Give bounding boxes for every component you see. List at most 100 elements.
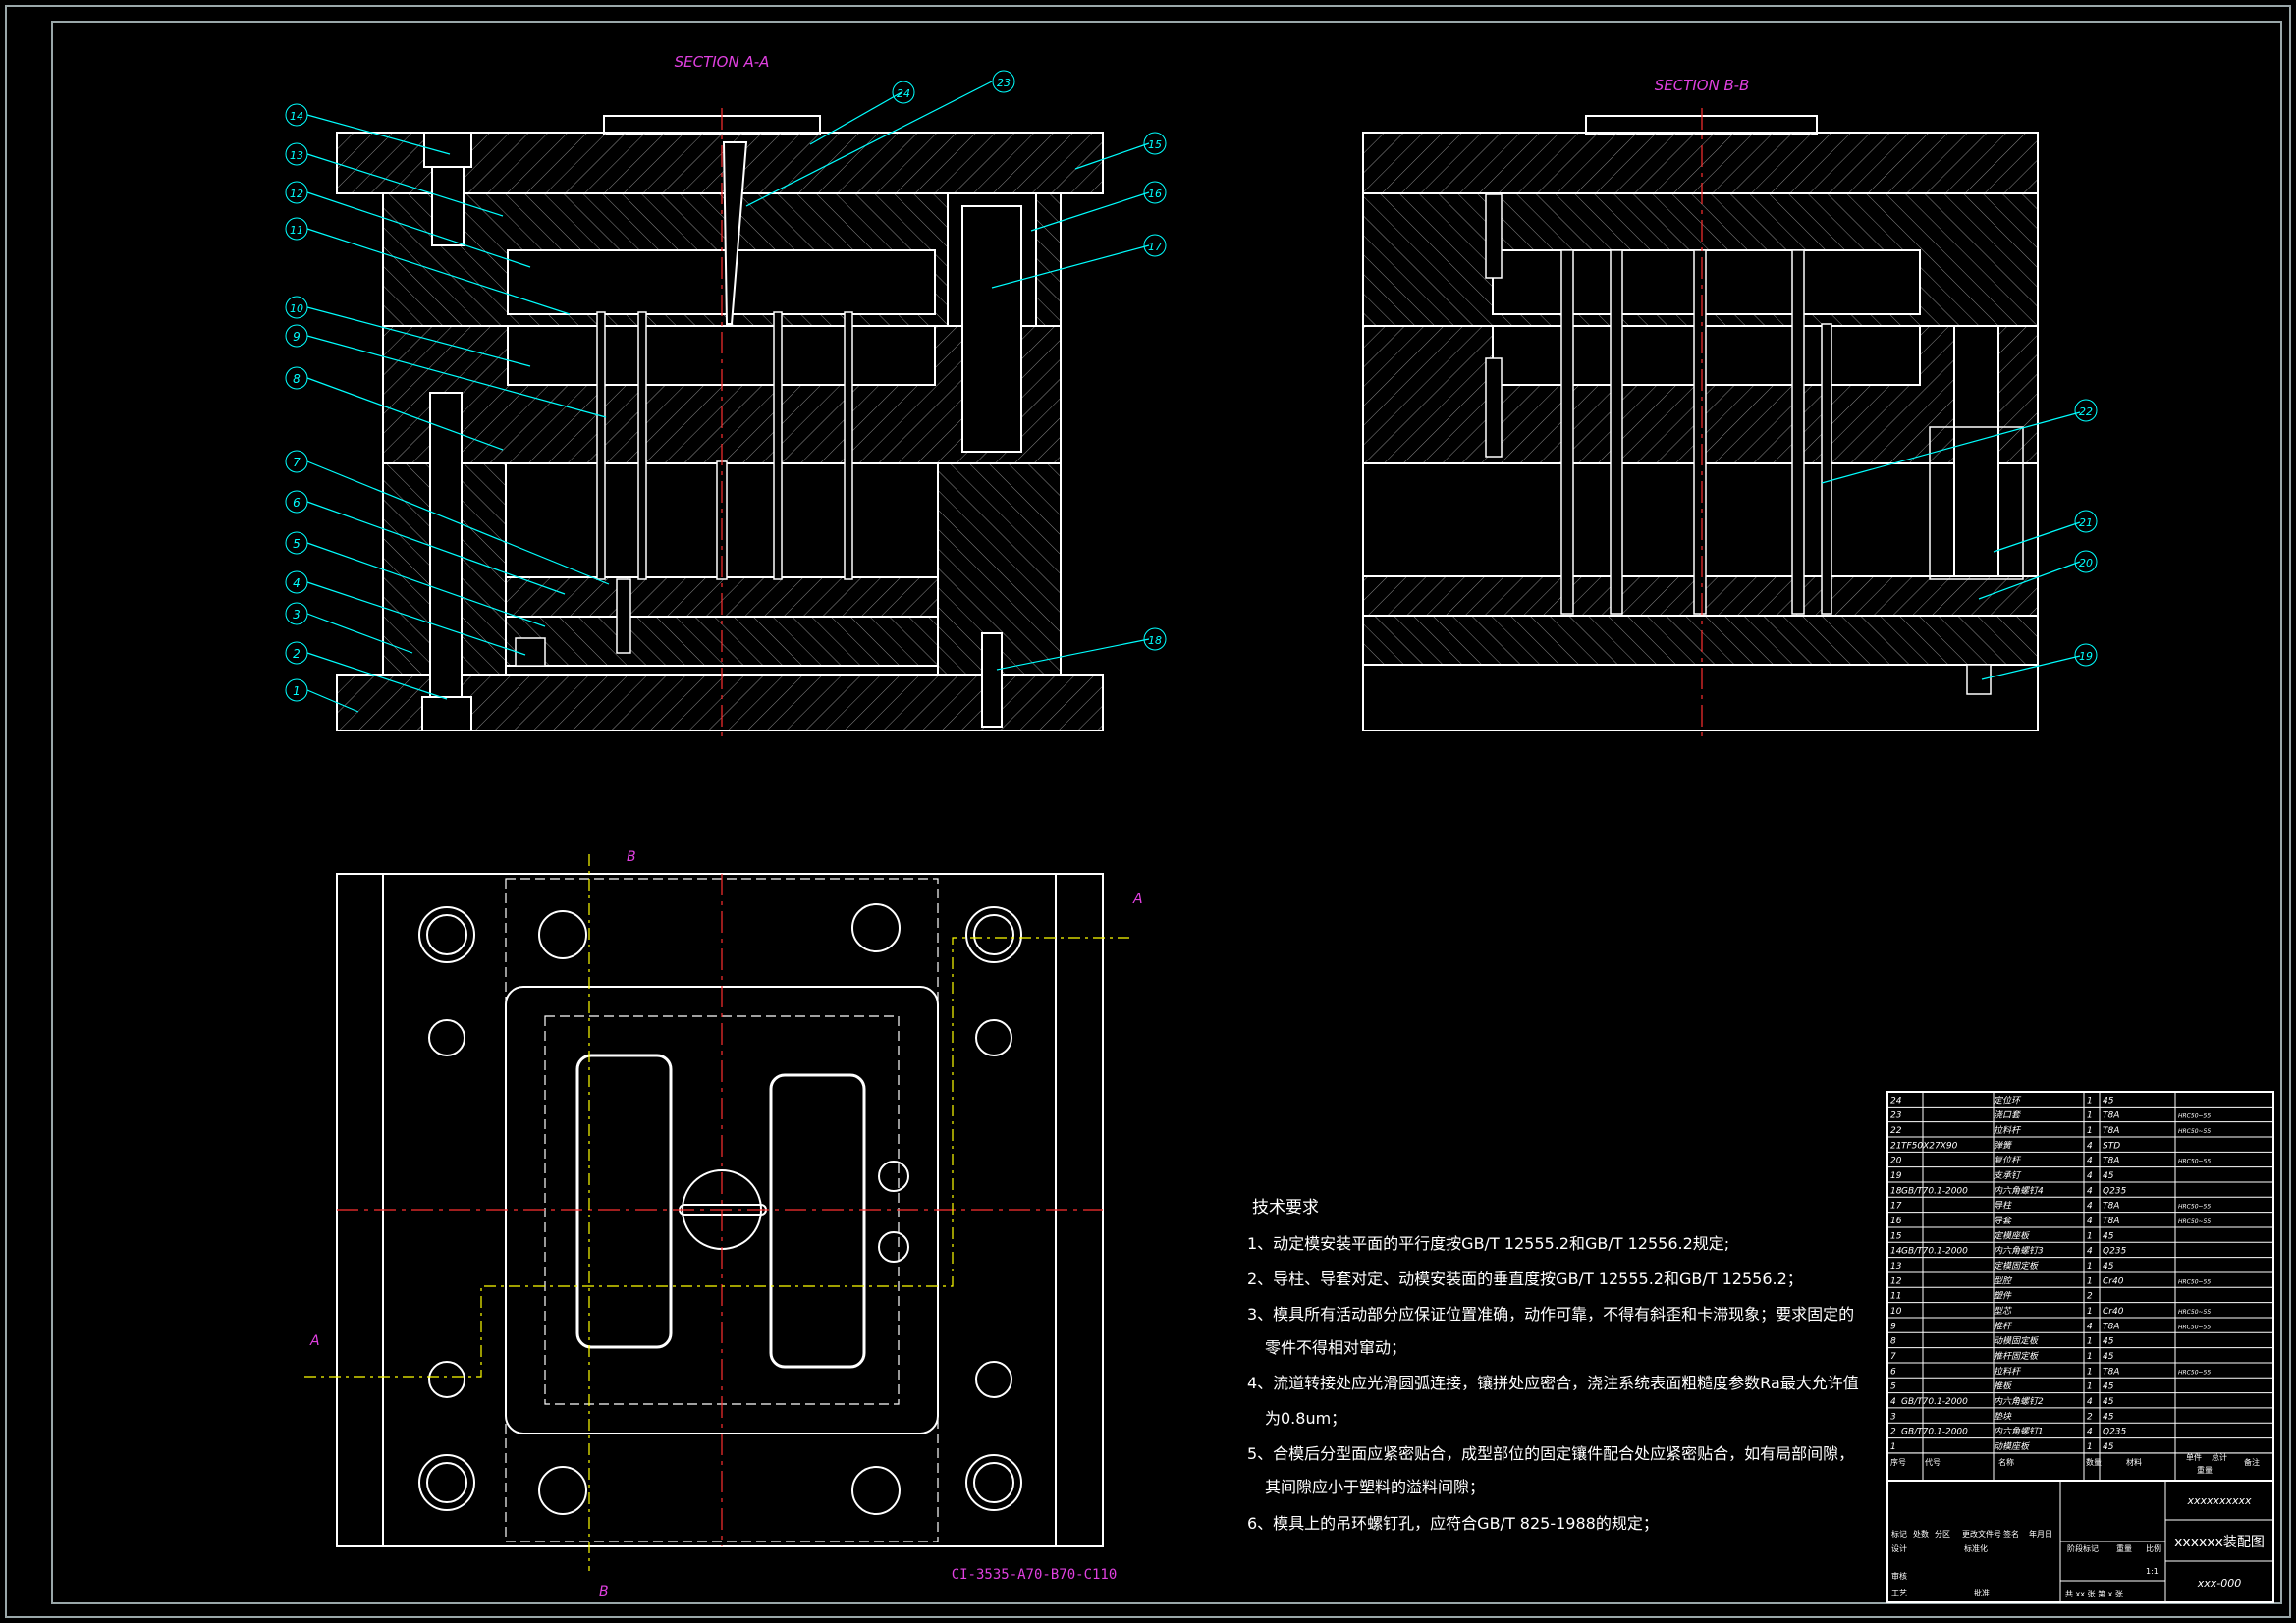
svg-text:签名: 签名	[2003, 1529, 2019, 1539]
section-b-title: SECTION B-B	[1655, 77, 1750, 94]
balloon-8: 8	[285, 366, 308, 390]
svg-text:12: 12	[290, 188, 303, 200]
tech-note-line-5: 5、合模后分型面应紧密贴合，成型部位的固定镶件配合处应紧密贴合，如有局部间隙，	[1247, 1444, 1854, 1463]
svg-text:材料: 材料	[2126, 1457, 2142, 1467]
bom-cell-name: 动模座板	[1994, 1441, 2031, 1452]
bom-cell-name: 内六角螺钉1	[1994, 1427, 2044, 1437]
b-fixed-clamp-plate	[1362, 132, 2039, 194]
b-return-pin-mid-a	[1610, 249, 1623, 615]
bom-cell-material: T8A	[2103, 1126, 2119, 1136]
bom-cell-no: 20	[1890, 1157, 1902, 1166]
svg-text:23: 23	[997, 77, 1011, 89]
balloon-21: 21	[2074, 510, 2098, 533]
balloon-17: 17	[1143, 234, 1167, 257]
b-spring-pin	[1953, 325, 1999, 577]
svg-text:单件: 单件	[2186, 1452, 2202, 1462]
bom-cell-no: 17	[1890, 1202, 1902, 1212]
plan-part-left	[575, 1054, 673, 1349]
screw-14	[423, 132, 472, 168]
svg-text:4: 4	[293, 576, 301, 590]
svg-text:6: 6	[293, 496, 301, 510]
bom-cell-name: 内六角螺钉4	[1994, 1185, 2044, 1196]
balloon-7: 7	[285, 450, 308, 473]
svg-text:14: 14	[290, 110, 303, 123]
svg-text:处数: 处数	[1913, 1529, 1929, 1539]
bom-cell-note: HRC50~55	[2178, 1369, 2211, 1376]
bom-cell-qty: 4	[2087, 1171, 2093, 1181]
bom-cell-no: 24	[1890, 1096, 1902, 1106]
svg-text:序号: 序号	[1890, 1457, 1906, 1467]
bom-cell-qty: 4	[2087, 1141, 2093, 1151]
balloon-24: 24	[892, 81, 915, 104]
bom-cell-note: HRC50~55	[2178, 1128, 2211, 1135]
bom-cell-name: 浇口套	[1994, 1110, 2022, 1121]
svg-text:8: 8	[293, 372, 301, 386]
ejector-pin-c	[773, 311, 783, 580]
bom-cell-no: 1	[1890, 1442, 1896, 1452]
svg-text:年月日: 年月日	[2029, 1529, 2052, 1539]
bom-cell-name: 支承钉	[1994, 1170, 2022, 1181]
svg-text:批准: 批准	[1974, 1588, 1990, 1597]
svg-text:阶段标记: 阶段标记	[2067, 1543, 2099, 1553]
bom-cell-material: Q235	[2103, 1186, 2127, 1196]
balloon-4: 4	[285, 570, 308, 594]
bom-cell-std: GB/T70.1-2000	[1901, 1186, 1968, 1196]
tech-note-line-5b: 其间隙应小于塑料的溢料间隙；	[1265, 1478, 1485, 1496]
balloon-20: 20	[2074, 550, 2098, 573]
bom-cell-name: 推杆固定板	[1994, 1351, 2040, 1362]
bom-cell-no: 7	[1890, 1352, 1896, 1362]
bom-cell-material: STD	[2103, 1141, 2120, 1151]
bom-cell-no: 10	[1890, 1307, 1902, 1317]
bom-cell-no: 19	[1890, 1171, 1902, 1181]
cut-mark-b-bottom: B	[599, 1584, 609, 1599]
bom-cell-std: TF50X27X90	[1901, 1141, 1958, 1151]
svg-text:更改文件号: 更改文件号	[1962, 1529, 2001, 1539]
ejector-pin-a	[596, 311, 606, 580]
cut-mark-a-left: A	[309, 1333, 320, 1349]
bom-cell-note: HRC50~55	[2178, 1218, 2211, 1225]
bom-cell-no: 4	[1890, 1397, 1896, 1407]
bom-cell-no: 3	[1890, 1412, 1896, 1422]
tech-note-line-4: 4、流道转接处应光滑圆弧连接，镶拼处应密合，浇注系统表面粗糙度参数Ra最大允许值	[1247, 1374, 1859, 1392]
b-puller-pin	[1821, 323, 1832, 615]
bom-cell-qty: 1	[2087, 1442, 2093, 1452]
screw-2-head	[421, 696, 472, 731]
bom-cell-note: HRC50~55	[2178, 1324, 2211, 1330]
plan-part-right	[769, 1073, 866, 1369]
balloon-19: 19	[2074, 643, 2098, 667]
section-a-leaders	[306, 81, 1150, 713]
bom-cell-qty: 4	[2087, 1186, 2093, 1196]
bom-cell-material: 45	[2103, 1442, 2114, 1452]
bom-cell-qty: 2	[2087, 1292, 2093, 1302]
bom-cell-qty: 1	[2087, 1096, 2093, 1106]
svg-text:5: 5	[293, 537, 301, 551]
bom-cell-material: 45	[2103, 1231, 2114, 1241]
drawing-title: xxxxxx装配图	[2174, 1535, 2265, 1550]
bom-cell-no: 11	[1890, 1292, 1901, 1302]
plan-guide-holes	[418, 903, 1022, 1515]
bom-cell-name: 垫块	[1994, 1411, 2012, 1422]
bom-cell-material: T8A	[2103, 1202, 2119, 1212]
bom-cell-qty: 1	[2087, 1111, 2093, 1121]
bom-cell-material: T8A	[2103, 1217, 2119, 1226]
b-screw-left	[1485, 193, 1503, 279]
bom-cell-material: Cr40	[2103, 1307, 2124, 1317]
bom-cell-name: 型芯	[1994, 1306, 2013, 1317]
section-b-leaders	[1821, 411, 2081, 680]
bom-cell-name: 推板	[1994, 1381, 2013, 1392]
svg-text:1:1: 1:1	[2146, 1567, 2159, 1576]
tech-note-line-6: 6、模具上的吊环螺钉孔，应符合GB/T 825-1988的规定；	[1247, 1514, 1659, 1533]
bom-cell-std: GB/T70.1-2000	[1901, 1247, 1968, 1257]
bom-cell-qty: 1	[2087, 1231, 2093, 1241]
bom-cell-material: Q235	[2103, 1428, 2127, 1437]
bom-cell-no: 2	[1890, 1428, 1896, 1437]
svg-text:工艺: 工艺	[1891, 1589, 1907, 1597]
svg-text:3: 3	[293, 608, 301, 622]
bom-cell-material: Cr40	[2103, 1276, 2124, 1286]
balloon-15: 15	[1143, 132, 1167, 155]
balloon-3: 3	[285, 602, 308, 625]
bom-cell-name: 拉料杆	[1994, 1366, 2022, 1377]
bom-cell-material: T8A	[2103, 1111, 2119, 1121]
